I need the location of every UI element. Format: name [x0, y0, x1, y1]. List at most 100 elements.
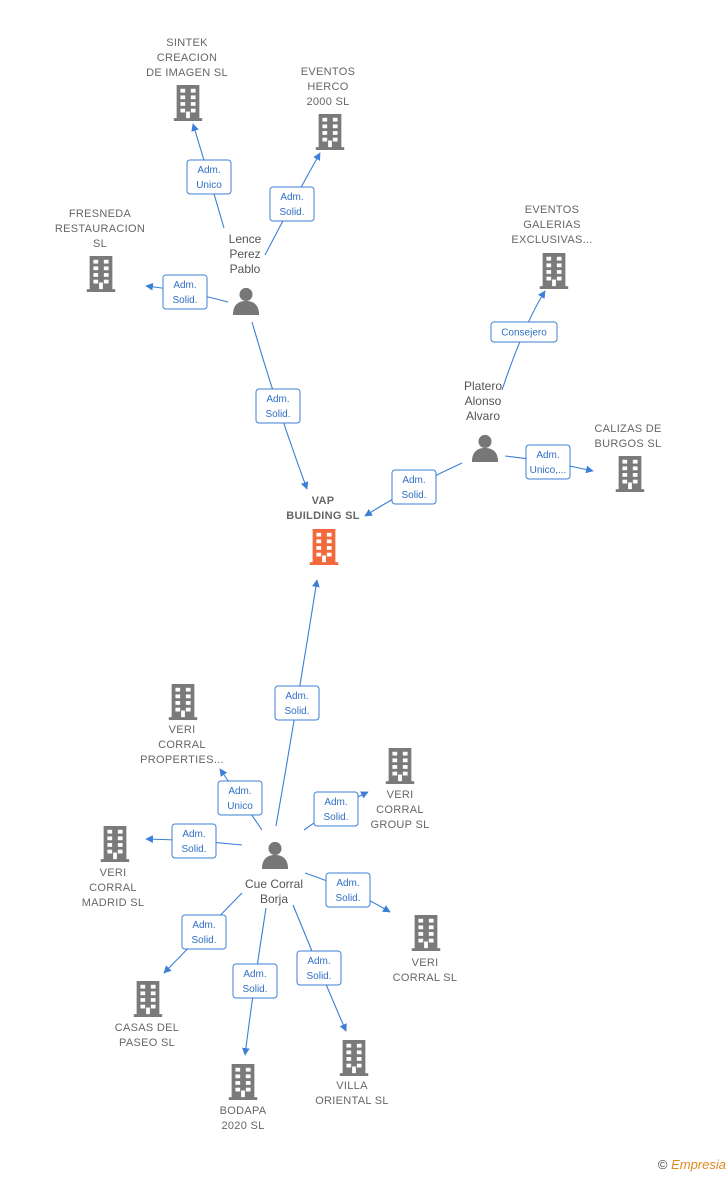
- edge-label-text: Adm.: [197, 165, 220, 176]
- building-icon: [133, 981, 163, 1017]
- edge-label-box: [269, 186, 315, 222]
- edge-label-text: Adm.: [192, 920, 215, 931]
- edge-label-box: [217, 780, 263, 816]
- company-node-villa[interactable]: VILLA ORIENTAL SL: [315, 1040, 389, 1107]
- edge-label-text: Adm.: [307, 956, 330, 967]
- edge-label-lence-sintek: Adm. Unico: [186, 159, 232, 195]
- edge-label-box: [162, 274, 208, 310]
- edge-label-text: Adm.: [182, 829, 205, 840]
- company-name-line: VERI: [100, 867, 127, 879]
- company-name-line: MADRID SL: [82, 897, 145, 909]
- company-name-line: CORRAL: [158, 739, 206, 751]
- person-name-line: Cue Corral: [245, 877, 303, 891]
- company-name-line: CORRAL: [376, 804, 424, 816]
- building-icon: [315, 114, 345, 150]
- edge-label-cue-veri-madrid: Adm. Solid.: [171, 823, 217, 859]
- building-icon: [173, 85, 203, 121]
- edge-label-box: [274, 685, 320, 721]
- person-icon: [261, 841, 289, 869]
- brand-watermark: © Empresia: [658, 1157, 726, 1172]
- edge-label-platero-vap: Adm. Solid.: [391, 469, 437, 505]
- building-icon: [539, 253, 569, 289]
- company-name-line: HERCO: [307, 81, 348, 93]
- edge-label-text: Solid.: [306, 971, 331, 982]
- edge-label-box: [325, 872, 371, 908]
- edge-label-text: Solid.: [401, 490, 426, 501]
- company-node-bodapa[interactable]: BODAPA 2020 SL: [220, 1064, 267, 1132]
- building-icon: [100, 826, 130, 862]
- edge-label-text: Solid.: [191, 935, 216, 946]
- company-name-line: BODAPA: [220, 1105, 267, 1117]
- edge-label-text: Solid.: [172, 295, 197, 306]
- edge-label-text: Adm.: [324, 797, 347, 808]
- company-name-line: EXCLUSIVAS...: [511, 234, 592, 246]
- edge-label-text: Adm.: [402, 475, 425, 486]
- company-name-line: CORRAL SL: [393, 972, 458, 984]
- edge-label-text: Solid.: [242, 984, 267, 995]
- company-name-line: VERI: [387, 789, 414, 801]
- edge-label-box: [232, 963, 278, 999]
- edge-label-text: Unico,...: [530, 465, 567, 476]
- company-node-eventos-galerias[interactable]: EVENTOS GALERIAS EXCLUSIVAS...: [511, 204, 592, 289]
- edge-label-box: [181, 914, 227, 950]
- company-name-line: VILLA: [336, 1080, 368, 1092]
- company-name-line: VAP: [312, 495, 335, 507]
- company-name-line: CREACION: [157, 52, 217, 64]
- edge-label-text: Unico: [227, 801, 253, 812]
- company-name-line: 2000 SL: [306, 96, 349, 108]
- edge-label-platero-eventos-galerias: Consejero: [490, 321, 558, 343]
- company-node-eventos-herco[interactable]: EVENTOS HERCO 2000 SL: [301, 66, 355, 150]
- company-name-line: ORIENTAL SL: [315, 1095, 389, 1107]
- edge-label-text: Solid.: [181, 844, 206, 855]
- edge-label-text: Adm.: [285, 691, 308, 702]
- edge-label-text: Adm.: [243, 969, 266, 980]
- company-node-veri-props[interactable]: VERI CORRAL PROPERTIES...: [140, 684, 224, 766]
- edge-label-cue-veri-sl: Adm.Solid.: [325, 872, 371, 908]
- edge-label-cue-veri-props: Adm.Unico: [217, 780, 263, 816]
- edge-label-text: Unico: [196, 180, 222, 191]
- company-node-veri-group[interactable]: VERI CORRAL GROUP SL: [370, 748, 429, 831]
- company-name-line: EVENTOS: [301, 66, 355, 78]
- edge-label-box: [255, 388, 301, 424]
- company-name-line: EVENTOS: [525, 204, 579, 216]
- main-building-icon: [309, 529, 339, 565]
- company-name-line: GALERIAS: [523, 219, 580, 231]
- person-name-line: Lence: [229, 232, 262, 246]
- edge-label-text: Solid.: [323, 812, 348, 823]
- company-name-line: 2020 SL: [221, 1120, 264, 1132]
- building-icon: [228, 1064, 258, 1100]
- company-name-line: GROUP SL: [370, 819, 429, 831]
- building-icon: [168, 684, 198, 720]
- brand-name: Empresia: [671, 1157, 726, 1172]
- edge-label-text: Consejero: [501, 328, 547, 339]
- building-icon: [86, 256, 116, 292]
- edge-label-lence-fresneda: Adm.Solid.: [162, 274, 208, 310]
- edge-label-text: Solid.: [284, 706, 309, 717]
- edge-label-box: [313, 791, 359, 827]
- edge-label-text: Solid.: [279, 207, 304, 218]
- edge-label-box: [525, 444, 571, 480]
- company-node-veri-sl[interactable]: VERI CORRAL SL: [393, 915, 458, 984]
- company-name-line: PROPERTIES...: [140, 754, 224, 766]
- edge-label-text: Adm.: [536, 450, 559, 461]
- company-name-line: SL: [93, 238, 107, 250]
- person-name-line: Platero: [464, 379, 502, 393]
- copyright-icon: ©: [657, 1157, 668, 1172]
- edge-label-cue-veri-group: Adm. Solid.: [313, 791, 359, 827]
- edge-label-text: Adm.: [336, 878, 359, 889]
- company-name-line: VERI: [412, 957, 439, 969]
- company-name-line: VERI: [169, 724, 196, 736]
- building-icon: [385, 748, 415, 784]
- company-name-line: CASAS DEL: [115, 1022, 179, 1034]
- person-name-line: Borja: [260, 892, 288, 906]
